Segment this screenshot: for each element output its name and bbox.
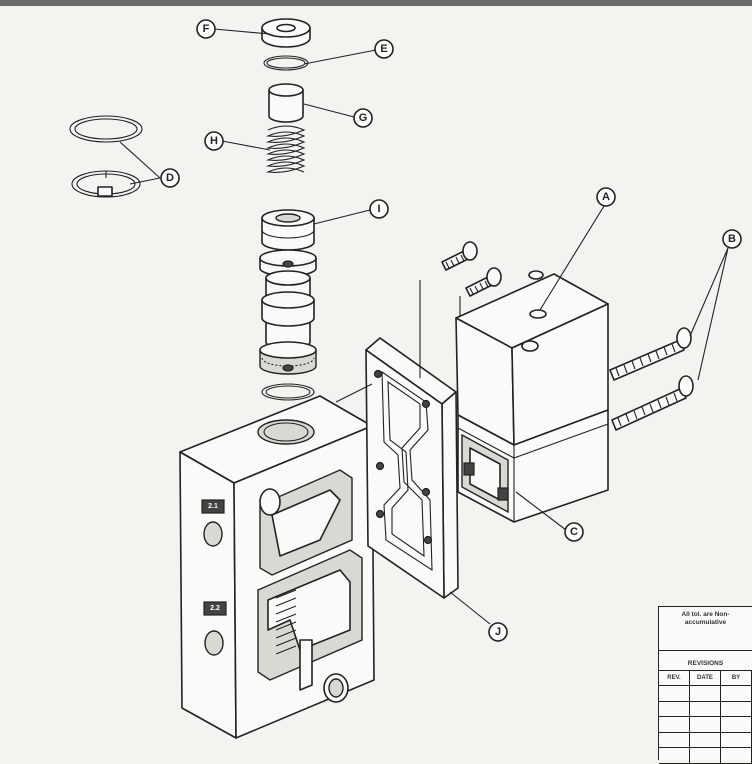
tolerance-note: All tol. are Non-accumulative [659,607,752,651]
callout-d: D [160,168,180,188]
revisions-column-headers: REV. DATE BY [659,671,752,686]
part-d-rings [69,115,143,198]
revision-row [659,732,752,748]
col-rev: REV. [659,671,690,685]
svg-text:J: J [495,626,501,638]
part-a-solenoid [455,270,609,523]
revisions-title-block: All tol. are Non-accumulative REVISIONS … [658,606,752,764]
callout-g: G [353,108,373,128]
port-marking-top: 2.1 [208,503,218,510]
svg-text:B: B [728,233,736,245]
mounting-screws [441,241,502,297]
svg-text:I: I [377,203,380,215]
callout-a: A [596,187,616,207]
revision-row [659,701,752,717]
part-i-sleeve [259,209,317,401]
part-h-spring [265,125,306,173]
callout-e: E [374,39,394,59]
svg-text:A: A [602,191,610,203]
part-f-cap [261,18,311,48]
callout-f: F [196,19,216,39]
revision-row [659,686,752,702]
part-j-gasket [335,280,461,599]
revision-row [659,717,752,733]
part-b-screws [609,327,694,431]
svg-text:C: C [570,526,578,538]
revisions-heading: REVISIONS [659,651,752,671]
callout-j: J [488,622,508,642]
svg-text:F: F [203,23,210,35]
part-e-ring [263,55,309,71]
svg-text:G: G [359,112,368,124]
svg-text:D: D [166,172,174,184]
port-marking-bottom: 2.2 [210,605,220,612]
tolerance-note-text: All tol. are Non-accumulative [681,611,730,626]
top-border [0,0,752,6]
leader-lines [119,28,729,625]
svg-text:H: H [210,135,218,147]
callout-i: I [369,199,389,219]
callout-c: C [564,522,584,542]
valve-body [179,395,375,739]
part-g-plunger [268,83,304,123]
svg-text:E: E [380,43,387,55]
callout-h: H [204,131,224,151]
col-by: BY [721,671,752,685]
callout-b: B [722,229,742,249]
revision-row [659,748,752,764]
col-date: DATE [690,671,721,685]
